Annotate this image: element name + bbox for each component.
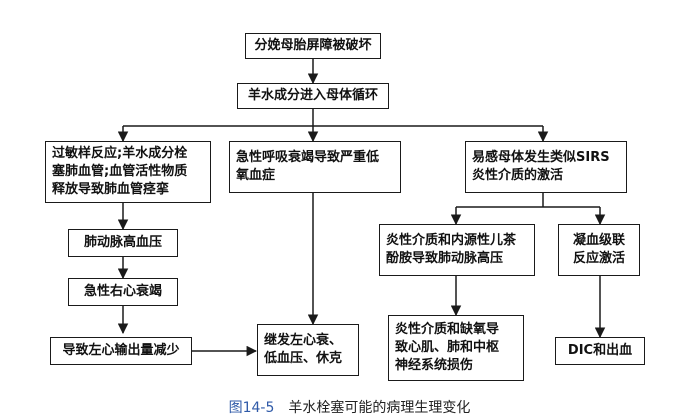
figure-title: 羊水栓塞可能的病理生理变化: [288, 400, 471, 416]
node-dic-hemorrhage: DIC和出血: [555, 337, 645, 365]
node-placental-barrier-breach: 分娩母胎屏障被破坏: [245, 33, 381, 59]
node-sirs-activation: 易感母体发生类似SIRS 炎性介质的激活: [465, 141, 627, 193]
node-reduced-left-cardiac-output: 导致左心输出量减少: [50, 337, 192, 365]
node-amniotic-fluid-entry: 羊水成分进入母体循环: [237, 83, 389, 109]
node-anaphylactoid-reaction: 过敏样反应;羊水成分栓 塞肺血管;血管活性物质 释放导致肺血管痉挛: [45, 141, 211, 203]
node-organ-injury: 炎性介质和缺氧导 致心肌、肺和中枢 神经系统损伤: [388, 315, 524, 381]
node-acute-right-heart-failure: 急性右心衰竭: [68, 278, 178, 306]
node-pulmonary-hypertension: 肺动脉高血压: [68, 229, 178, 257]
node-coagulation-cascade: 凝血级联 反应激活: [558, 224, 640, 276]
node-inflammatory-mediators-catecholamines: 炎性介质和内源性儿茶 酚胺导致肺动脉高压: [379, 224, 535, 276]
figure-number: 图14-5: [228, 400, 275, 416]
figure-caption: 图14-5 羊水栓塞可能的病理生理变化: [0, 396, 699, 418]
node-left-heart-failure-shock: 继发左心衰、 低血压、休克: [257, 324, 359, 376]
node-acute-respiratory-failure: 急性呼吸衰竭导致严重低 氧血症: [229, 141, 401, 193]
